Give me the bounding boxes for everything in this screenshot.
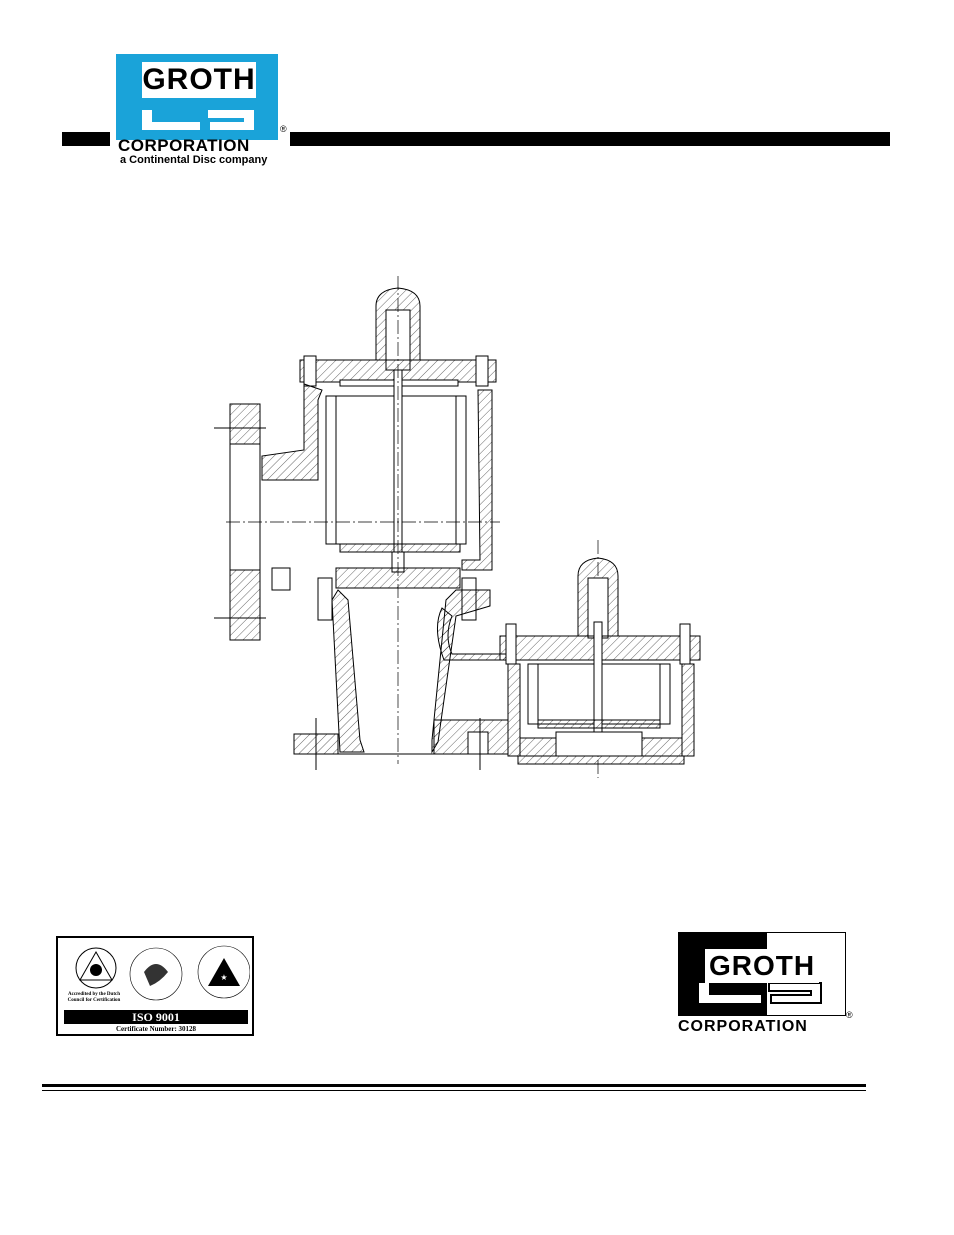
small-valve-body [499,557,701,765]
valve-cross-section-drawing [214,276,701,778]
logo-c-mark-icon [699,982,822,1004]
logo-groth-text: GROTH [142,62,256,98]
logo-tagline: a Continental Disc company [120,154,268,166]
accreditation-text: Accredited by the Dutch Council for Cert… [67,992,121,1003]
registered-mark: ® [846,1010,853,1020]
header-rule-right [290,132,890,146]
footer-rule-thick [42,1084,866,1087]
groth-logo-header: GROTH CORPORATION a Continental Disc com… [110,52,294,170]
iso-certification-box: ★ Accredited by the Dutch Council for Ce… [56,936,254,1036]
iso-standard-label: ISO 9001 [64,1010,248,1024]
groth-logo-footer: GROTH CORPORATION ® [676,932,856,1036]
logo-frame: GROTH [678,932,846,1016]
large-valve-body [214,287,509,770]
logo-groth-text: GROTH [705,949,819,983]
header-rule-left [62,132,110,146]
logo-corporation-text: CORPORATION [118,136,250,155]
logo-c-mark-icon [142,110,254,130]
certificate-number: Certificate Number: 30128 [115,1025,197,1033]
logo-corporation-text: CORPORATION [678,1018,808,1035]
certification-seals-icon: ★ [75,945,250,1001]
registered-mark: ® [280,124,287,134]
footer-rule-thin [42,1090,866,1091]
svg-text:★: ★ [220,973,227,982]
